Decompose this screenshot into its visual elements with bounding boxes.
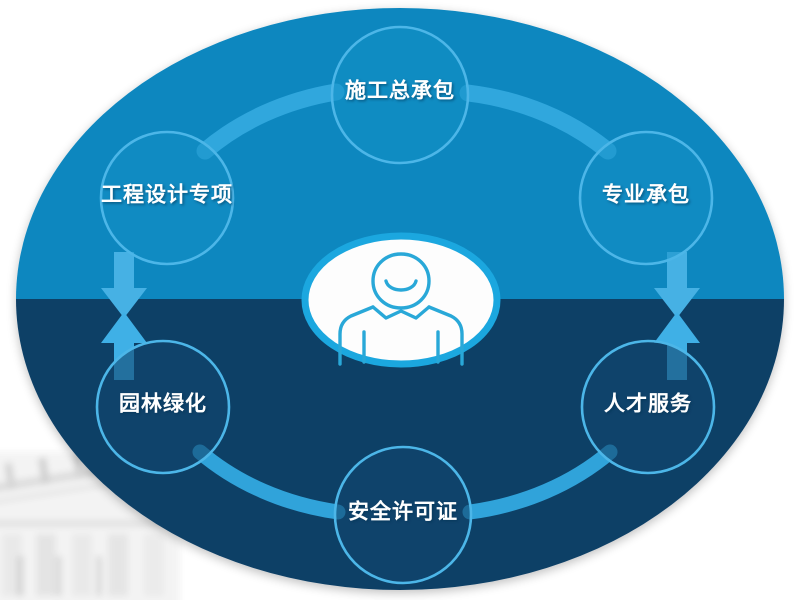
- ring-segment-lower-left: [192, 444, 346, 520]
- node-left-upper[interactable]: 工程设计专项: [99, 130, 235, 266]
- arrow-lower-right: [654, 312, 700, 380]
- node-left-lower[interactable]: 园林绿化: [95, 339, 231, 475]
- center-node-background: [301, 232, 501, 368]
- node-left-upper-label: 工程设计专项: [101, 183, 233, 207]
- ring-segment-lower-right: [462, 444, 618, 520]
- node-bottom[interactable]: 安全许可证: [333, 445, 473, 585]
- node-right-lower-bubble: [580, 339, 716, 475]
- node-left-upper-bubble: [99, 130, 235, 266]
- connector-ring: [192, 83, 618, 520]
- node-right-lower-label: 人才服务: [604, 392, 692, 416]
- node-top[interactable]: 施工总承包: [330, 25, 470, 165]
- arrow-lower-left: [101, 312, 147, 380]
- node-top-bubble: [330, 25, 470, 165]
- center-node[interactable]: [301, 232, 501, 368]
- ring-segment-upper-left: [196, 83, 345, 160]
- person-icon: [338, 252, 464, 366]
- node-right-lower[interactable]: 人才服务: [580, 339, 716, 475]
- node-left-lower-bubble: [95, 339, 231, 475]
- node-bottom-label: 安全许可证: [348, 500, 458, 524]
- node-left-lower-label: 园林绿化: [119, 392, 207, 416]
- node-top-label: 施工总承包: [345, 79, 455, 103]
- ring-segment-upper-right: [459, 84, 617, 160]
- arrow-upper-left: [101, 252, 147, 318]
- arrow-upper-right: [654, 252, 700, 318]
- node-right-upper[interactable]: 专业承包: [578, 130, 714, 266]
- node-right-upper-label: 专业承包: [602, 183, 690, 207]
- node-bottom-bubble: [333, 445, 473, 585]
- node-right-upper-bubble: [578, 130, 714, 266]
